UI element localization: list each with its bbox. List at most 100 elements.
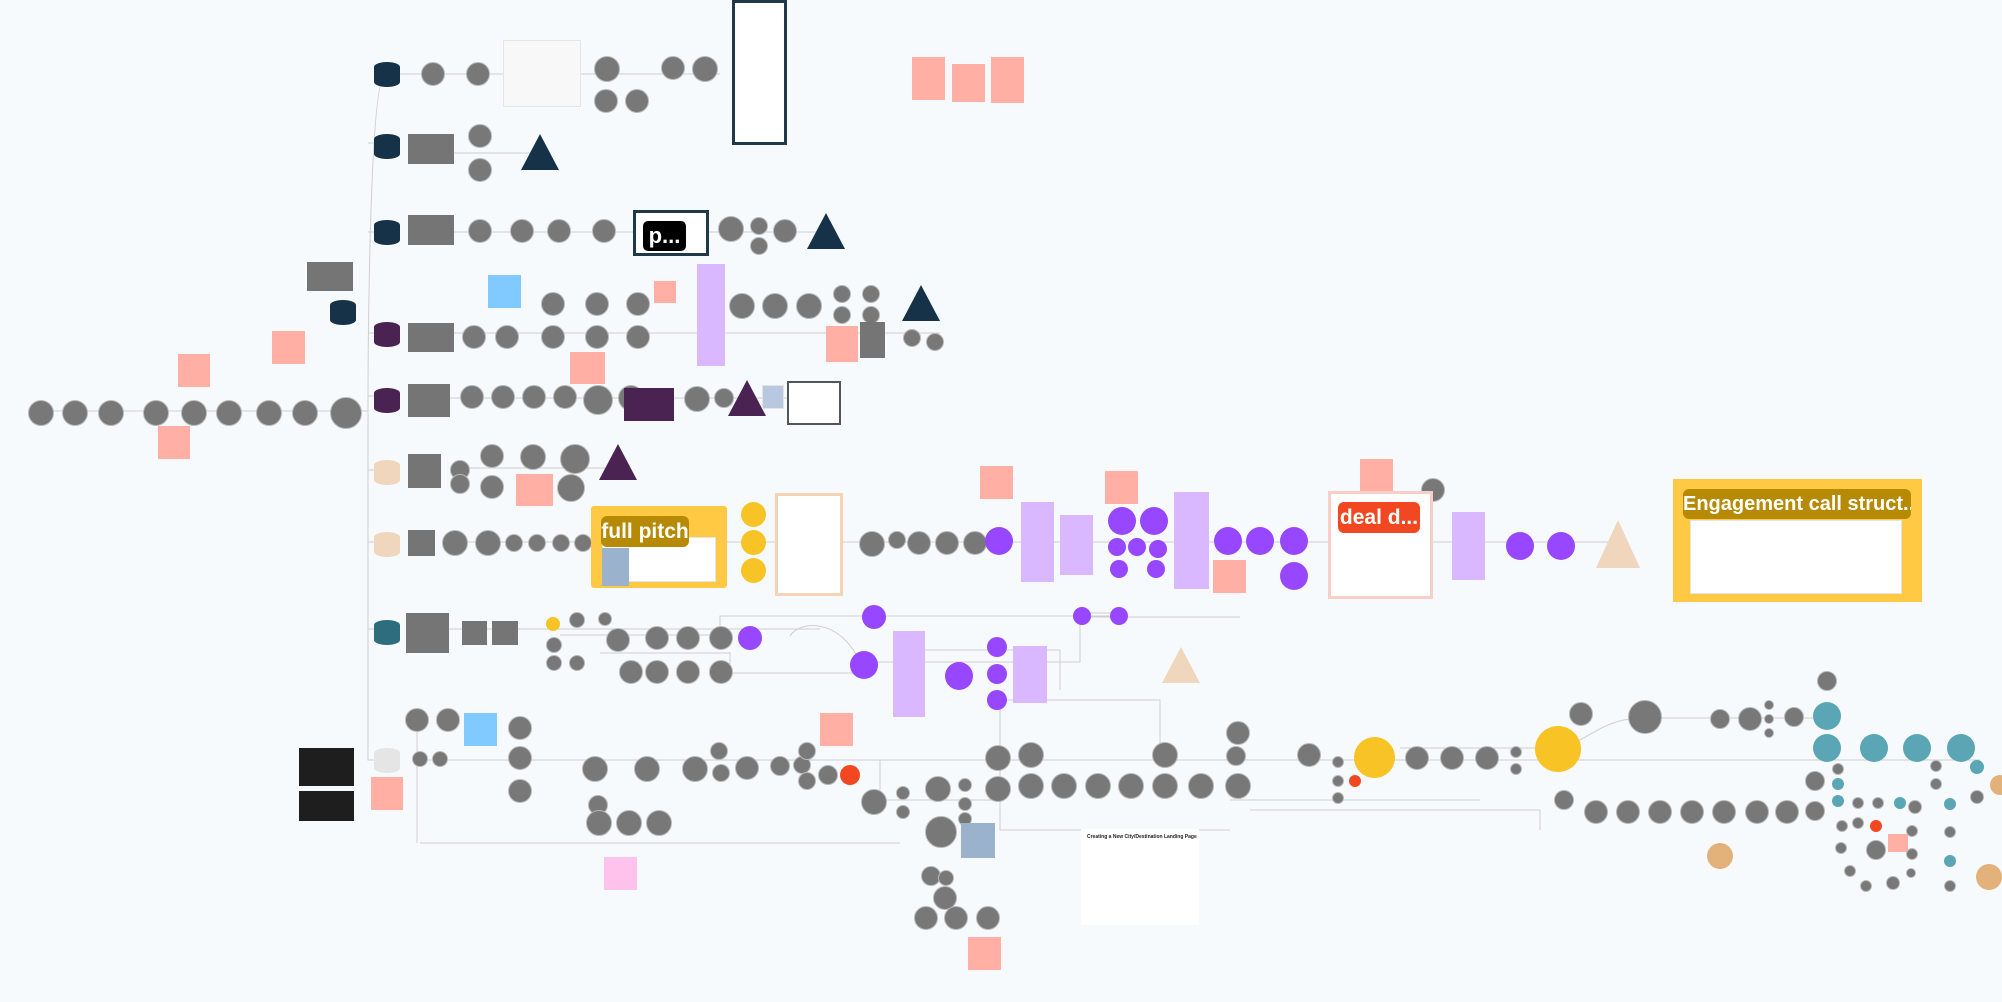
text-block[interactable]: [503, 40, 581, 107]
text-box[interactable]: [408, 454, 441, 488]
teal-node[interactable]: [1832, 778, 1844, 790]
flow-node[interactable]: [1616, 800, 1640, 824]
flow-node[interactable]: [963, 531, 987, 555]
flow-node[interactable]: [985, 776, 1011, 802]
flow-node[interactable]: [583, 385, 613, 415]
flow-node[interactable]: [1866, 840, 1886, 860]
flow-node[interactable]: [676, 626, 700, 650]
flow-node[interactable]: [466, 62, 490, 86]
triangle-node[interactable]: [728, 380, 766, 416]
text-block[interactable]: [775, 493, 843, 596]
flow-node[interactable]: [798, 772, 816, 790]
flow-node[interactable]: [1475, 746, 1499, 770]
flow-node[interactable]: [480, 475, 504, 499]
purple-node[interactable]: [1108, 507, 1136, 535]
flow-node[interactable]: [1440, 746, 1464, 770]
flow-node[interactable]: [143, 400, 169, 426]
flow-node[interactable]: [1745, 800, 1769, 824]
lavender-note[interactable]: [1013, 646, 1047, 703]
database-node[interactable]: [374, 134, 400, 159]
lavender-note[interactable]: [1174, 492, 1209, 589]
flow-node[interactable]: [606, 628, 630, 652]
triangle-node[interactable]: [599, 444, 637, 480]
sticky-note[interactable]: [570, 352, 605, 384]
database-node[interactable]: [374, 220, 400, 245]
flow-node[interactable]: [1710, 709, 1730, 729]
flow-node[interactable]: [1908, 800, 1922, 814]
flow-node[interactable]: [1226, 721, 1250, 745]
flow-node[interactable]: [216, 400, 242, 426]
sticky-note[interactable]: [1888, 834, 1908, 852]
red-node[interactable]: [1349, 775, 1361, 787]
flow-node[interactable]: [586, 810, 612, 836]
lavender-note[interactable]: [1452, 512, 1485, 580]
flow-node[interactable]: [585, 325, 609, 349]
flow-node[interactable]: [682, 756, 708, 782]
flow-node[interactable]: [468, 158, 492, 182]
flow-node[interactable]: [460, 385, 484, 409]
flow-node[interactable]: [1226, 746, 1246, 766]
flow-node[interactable]: [405, 708, 429, 732]
flow-node[interactable]: [495, 325, 519, 349]
flow-node[interactable]: [421, 62, 445, 86]
sticky-note[interactable]: [654, 281, 676, 303]
flow-node[interactable]: [1970, 790, 1984, 804]
flow-node[interactable]: [944, 906, 968, 930]
triangle-node[interactable]: [902, 285, 940, 321]
flow-node[interactable]: [546, 655, 562, 671]
flow-node[interactable]: [1805, 771, 1825, 791]
flow-node[interactable]: [557, 474, 585, 502]
sticky-note[interactable]: [912, 57, 945, 100]
sticky-note[interactable]: [371, 777, 403, 810]
deal-label[interactable]: deal d...: [1338, 502, 1420, 533]
flow-node[interactable]: [1118, 773, 1144, 799]
teal-node[interactable]: [1903, 734, 1931, 762]
flow-node[interactable]: [625, 89, 649, 113]
triangle-node[interactable]: [1162, 647, 1200, 683]
flow-node[interactable]: [958, 797, 972, 811]
purple-node[interactable]: [1280, 527, 1308, 555]
purple-node[interactable]: [987, 664, 1007, 684]
database-node[interactable]: [374, 620, 400, 645]
flow-node[interactable]: [1510, 763, 1522, 775]
purple-node[interactable]: [850, 651, 878, 679]
flow-node[interactable]: [646, 810, 672, 836]
flow-node[interactable]: [1332, 775, 1344, 787]
flow-node[interactable]: [1332, 792, 1344, 804]
flow-node[interactable]: [862, 285, 880, 303]
flow-node[interactable]: [616, 810, 642, 836]
flow-node[interactable]: [1906, 848, 1918, 860]
teal-node[interactable]: [1832, 795, 1844, 807]
red-node[interactable]: [1870, 820, 1882, 832]
database-node[interactable]: [374, 388, 400, 413]
text-box[interactable]: [492, 621, 518, 645]
flow-node[interactable]: [1836, 820, 1848, 832]
lavender-note[interactable]: [1060, 515, 1093, 575]
flow-node[interactable]: [692, 56, 718, 82]
flow-node[interactable]: [528, 534, 546, 552]
engagement-label[interactable]: Engagement call struct...: [1683, 489, 1911, 519]
sticky-note[interactable]: [952, 64, 985, 102]
flow-node[interactable]: [718, 216, 744, 242]
flow-node[interactable]: [468, 219, 492, 243]
purple-node[interactable]: [862, 605, 886, 629]
text-block[interactable]: [762, 385, 784, 409]
text-box[interactable]: [462, 621, 487, 645]
flow-node[interactable]: [896, 786, 910, 800]
flow-node[interactable]: [958, 778, 972, 792]
purple-node[interactable]: [1506, 532, 1534, 560]
database-node[interactable]: [374, 460, 400, 485]
flow-node[interactable]: [28, 400, 54, 426]
flow-node[interactable]: [1835, 842, 1847, 854]
sticky-note[interactable]: [178, 354, 210, 387]
flow-node[interactable]: [762, 293, 788, 319]
flow-node[interactable]: [1569, 702, 1593, 726]
purple-node[interactable]: [1110, 607, 1128, 625]
flow-node[interactable]: [1648, 800, 1672, 824]
flow-node[interactable]: [985, 745, 1011, 771]
flow-node[interactable]: [1152, 773, 1178, 799]
triangle-node[interactable]: [1596, 520, 1640, 568]
flow-node[interactable]: [547, 219, 571, 243]
text-box[interactable]: [408, 134, 454, 164]
flow-node[interactable]: [750, 217, 768, 235]
